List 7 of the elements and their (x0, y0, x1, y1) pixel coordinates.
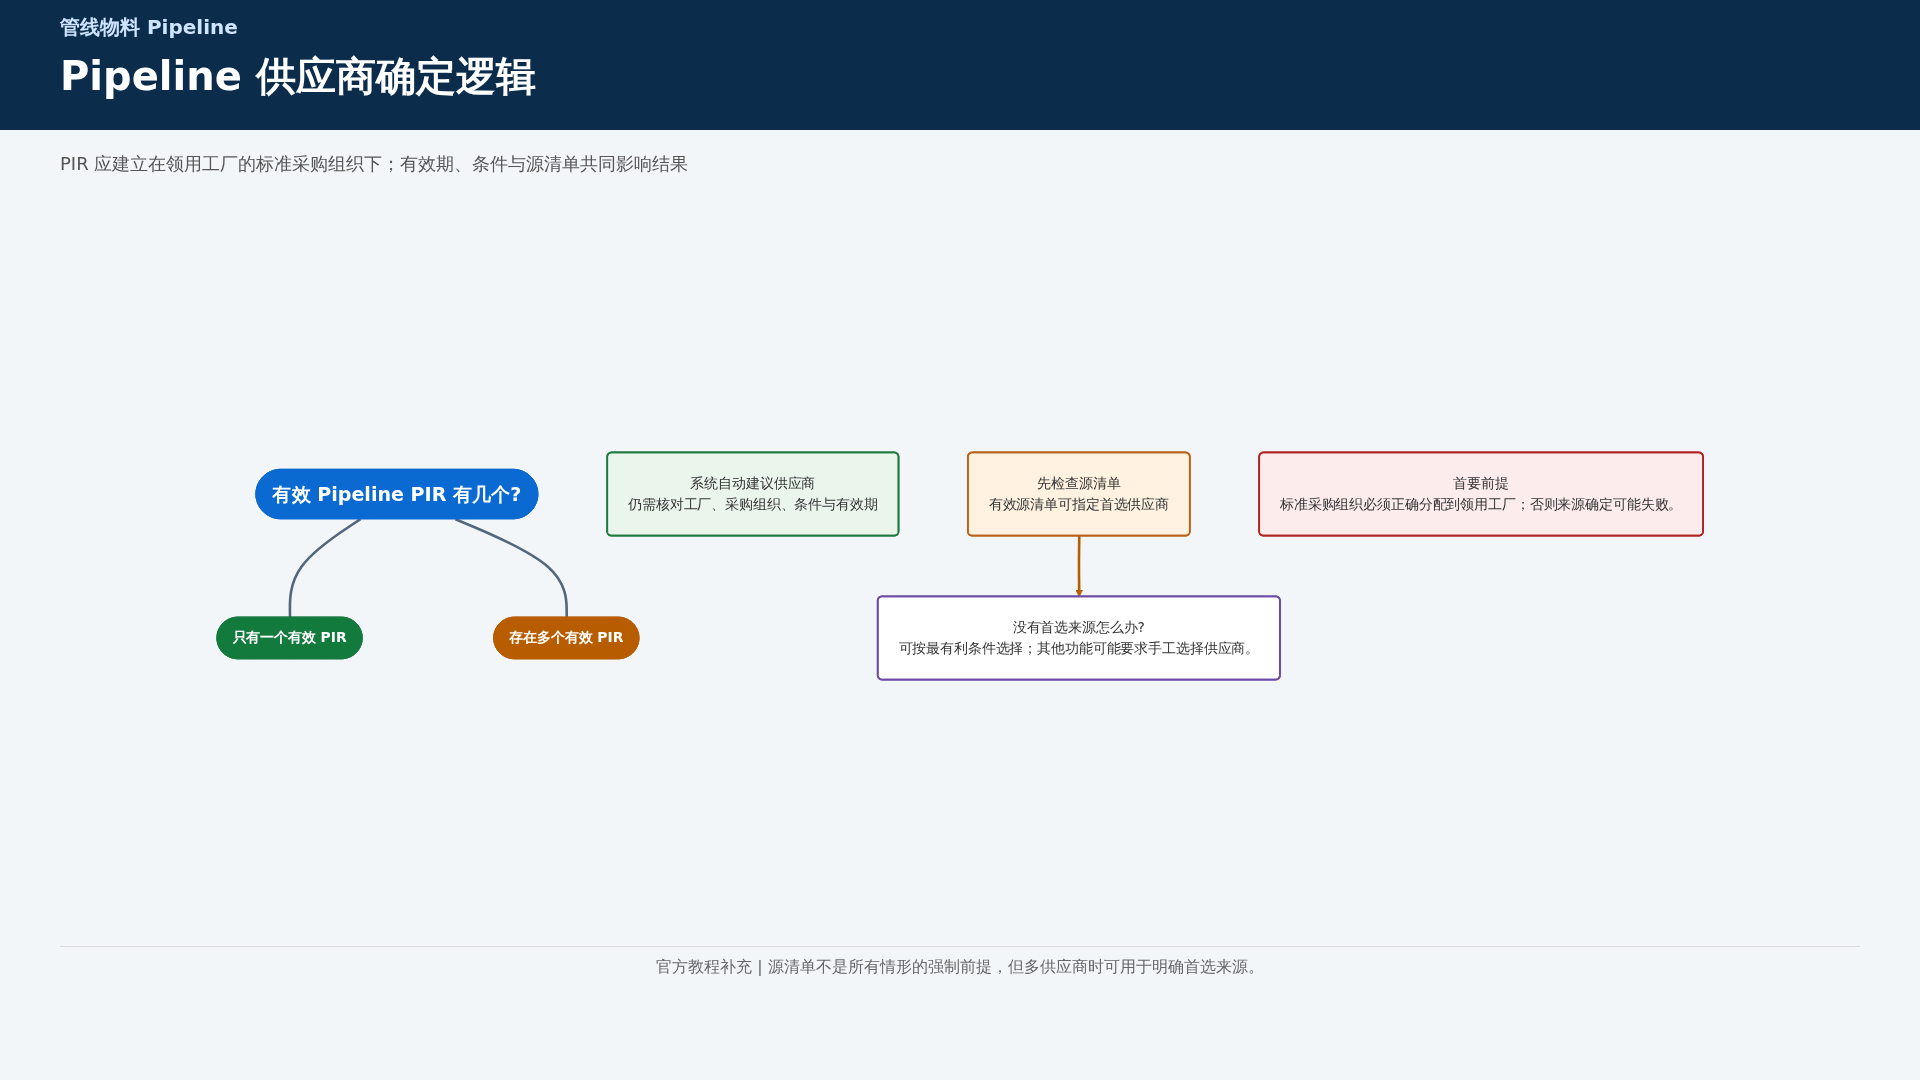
footer-caption: 官方教程补充 | 源清单不是所有情形的强制前提，但多供应商时可用于明确首选来源。 (60, 946, 1860, 978)
arrow (1075, 536, 1083, 598)
page-title: Pipeline 供应商确定逻辑 (60, 52, 537, 101)
connector (288, 518, 362, 618)
header-kicker: 管线物料 Pipeline (60, 14, 239, 41)
connector (455, 518, 569, 618)
subtitle-note: PIR 应建立在领用工厂的标准采购组织下；有效期、条件与源清单共同影响结果 (60, 152, 690, 176)
